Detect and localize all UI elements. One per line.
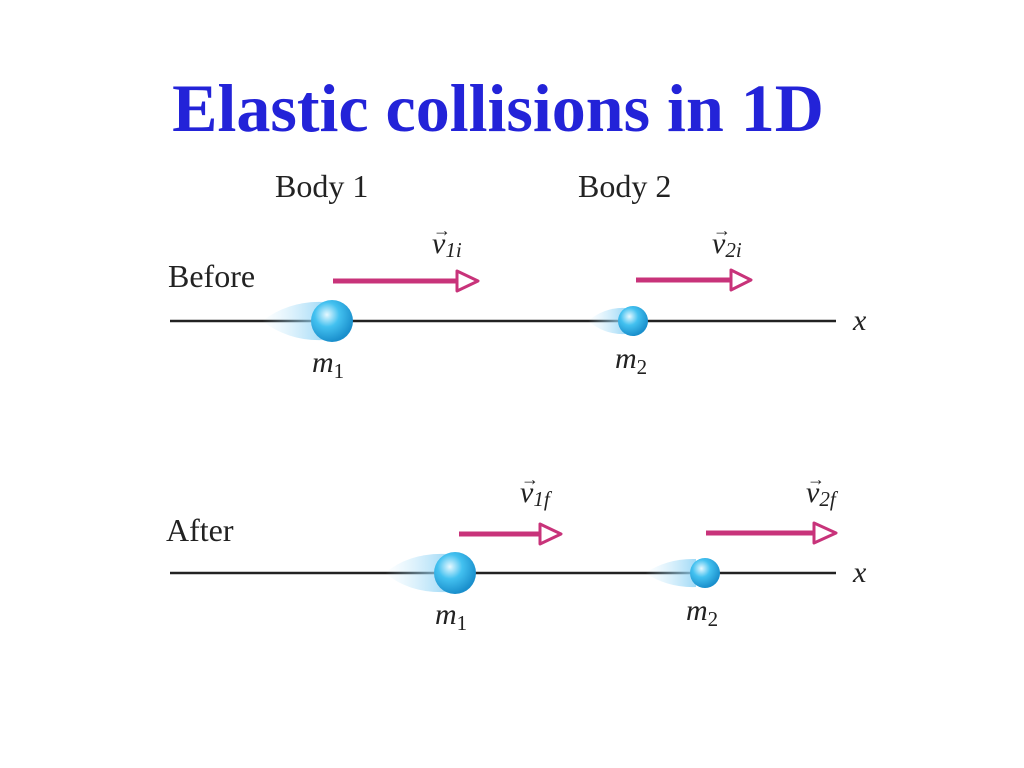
body1-label: Body 1 — [275, 168, 369, 204]
m1-after-label: m1 — [435, 598, 468, 636]
m2-after-ball — [690, 558, 720, 588]
m2-before-ball — [618, 306, 648, 336]
m2-before-label: m2 — [615, 342, 648, 380]
v2i-arrow — [636, 268, 753, 292]
m1-after-ball — [434, 552, 476, 594]
v1i-label: →v1i — [432, 220, 462, 262]
v1f-label: →v1f — [520, 469, 550, 511]
m2-before-motion-blur — [588, 307, 625, 335]
m1-before-label: m1 — [312, 346, 345, 384]
m2-after-motion-blur — [645, 558, 696, 588]
before-axis-label: x — [853, 304, 867, 337]
slide-title: Elastic collisions in 1D — [172, 70, 824, 146]
m1-after-motion-blur — [385, 553, 448, 593]
v2f-label: →v2f — [806, 469, 836, 511]
before-label: Before — [168, 258, 256, 294]
v2i-label: →v2i — [712, 220, 742, 262]
m2-after-label: m2 — [686, 594, 719, 632]
body2-label: Body 2 — [578, 168, 672, 204]
m1-before-ball — [311, 300, 353, 342]
v1f-arrow — [459, 522, 563, 546]
m1-before-motion-blur — [262, 301, 325, 341]
after-label: After — [166, 512, 234, 548]
v1i-arrow — [333, 269, 480, 293]
v2f-arrow — [706, 521, 838, 545]
after-axis-label: x — [853, 556, 867, 589]
